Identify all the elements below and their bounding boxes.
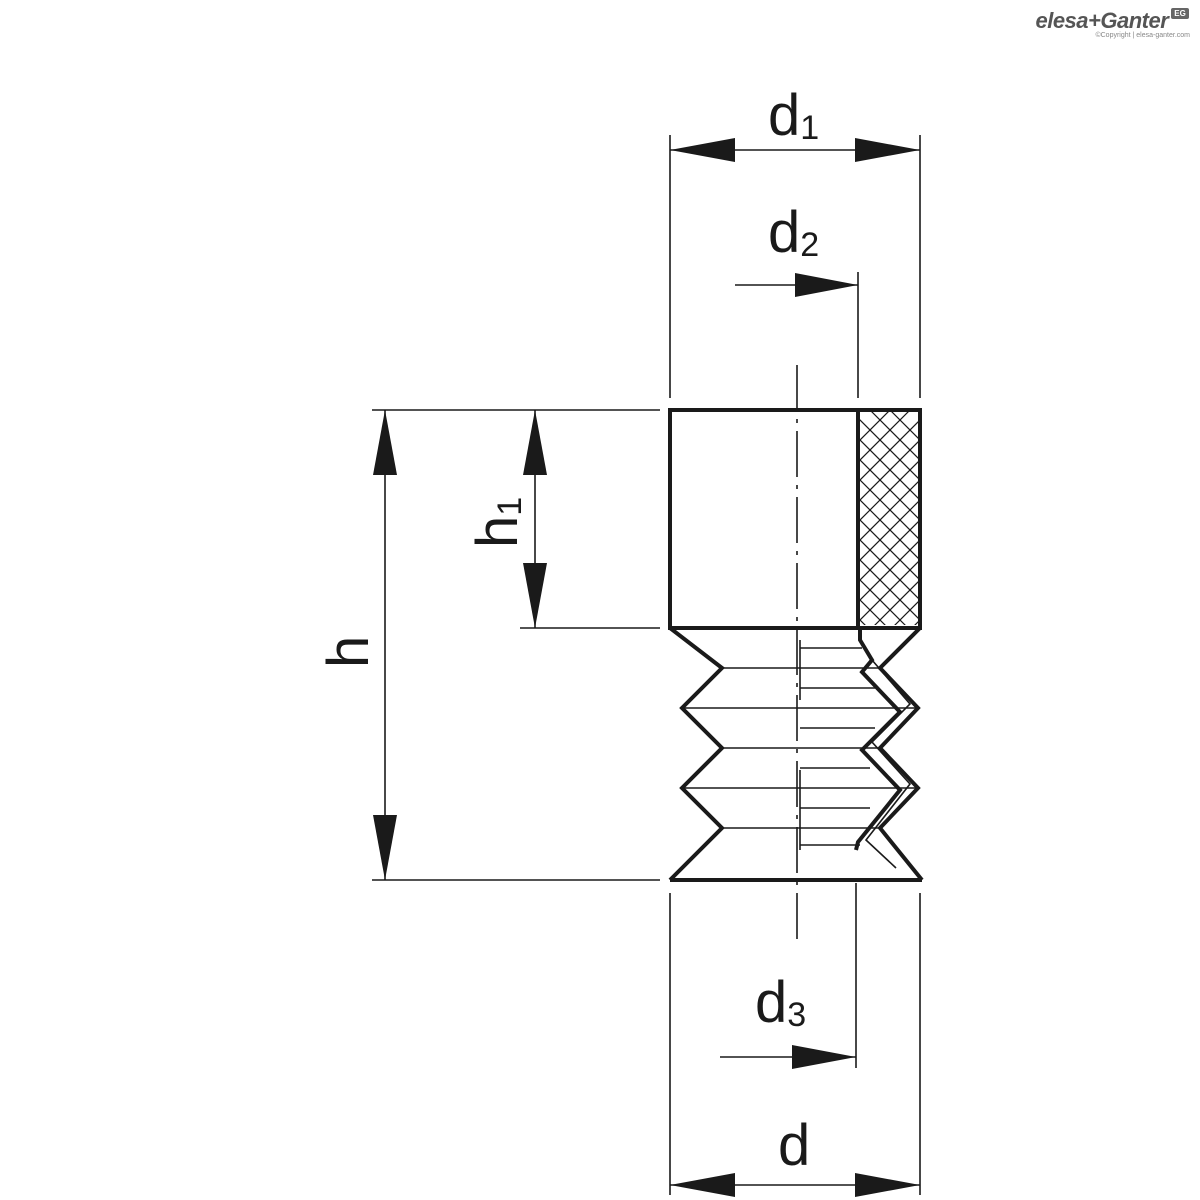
bellows-left-profile: [668, 626, 726, 882]
dimension-h1: [523, 410, 547, 628]
bellows-right-profile: [877, 626, 924, 882]
dimension-d: [670, 1173, 920, 1197]
bellows-fold-lines: [682, 640, 918, 850]
label-d3: d3: [755, 970, 806, 1035]
logo-badge: EG: [1171, 8, 1189, 19]
dimension-d1: [670, 138, 920, 162]
dimension-d3: [720, 1045, 856, 1069]
dimension-h: [373, 410, 397, 880]
label-d2: d2: [768, 200, 819, 265]
label-d: d: [778, 1113, 810, 1178]
cup-upper-body: [668, 408, 922, 630]
bellows-inner-wall-2: [864, 659, 912, 869]
logo-copyright: ©Copyright | elesa-ganter.com: [1095, 32, 1190, 39]
logo-row: elesa+Ganter EG: [1035, 8, 1189, 34]
extension-lines: [372, 135, 921, 1195]
dimension-d2: [735, 273, 858, 297]
brand-logo: elesa+Ganter EG ©Copyright | elesa-gante…: [1035, 8, 1190, 39]
logo-text: elesa+Ganter: [1035, 8, 1169, 33]
label-h1: h1: [465, 497, 530, 548]
bellows-inner-wall: [854, 628, 903, 851]
label-h: h: [316, 636, 381, 668]
hatched-section: [860, 410, 920, 625]
label-d1: d1: [768, 83, 819, 148]
